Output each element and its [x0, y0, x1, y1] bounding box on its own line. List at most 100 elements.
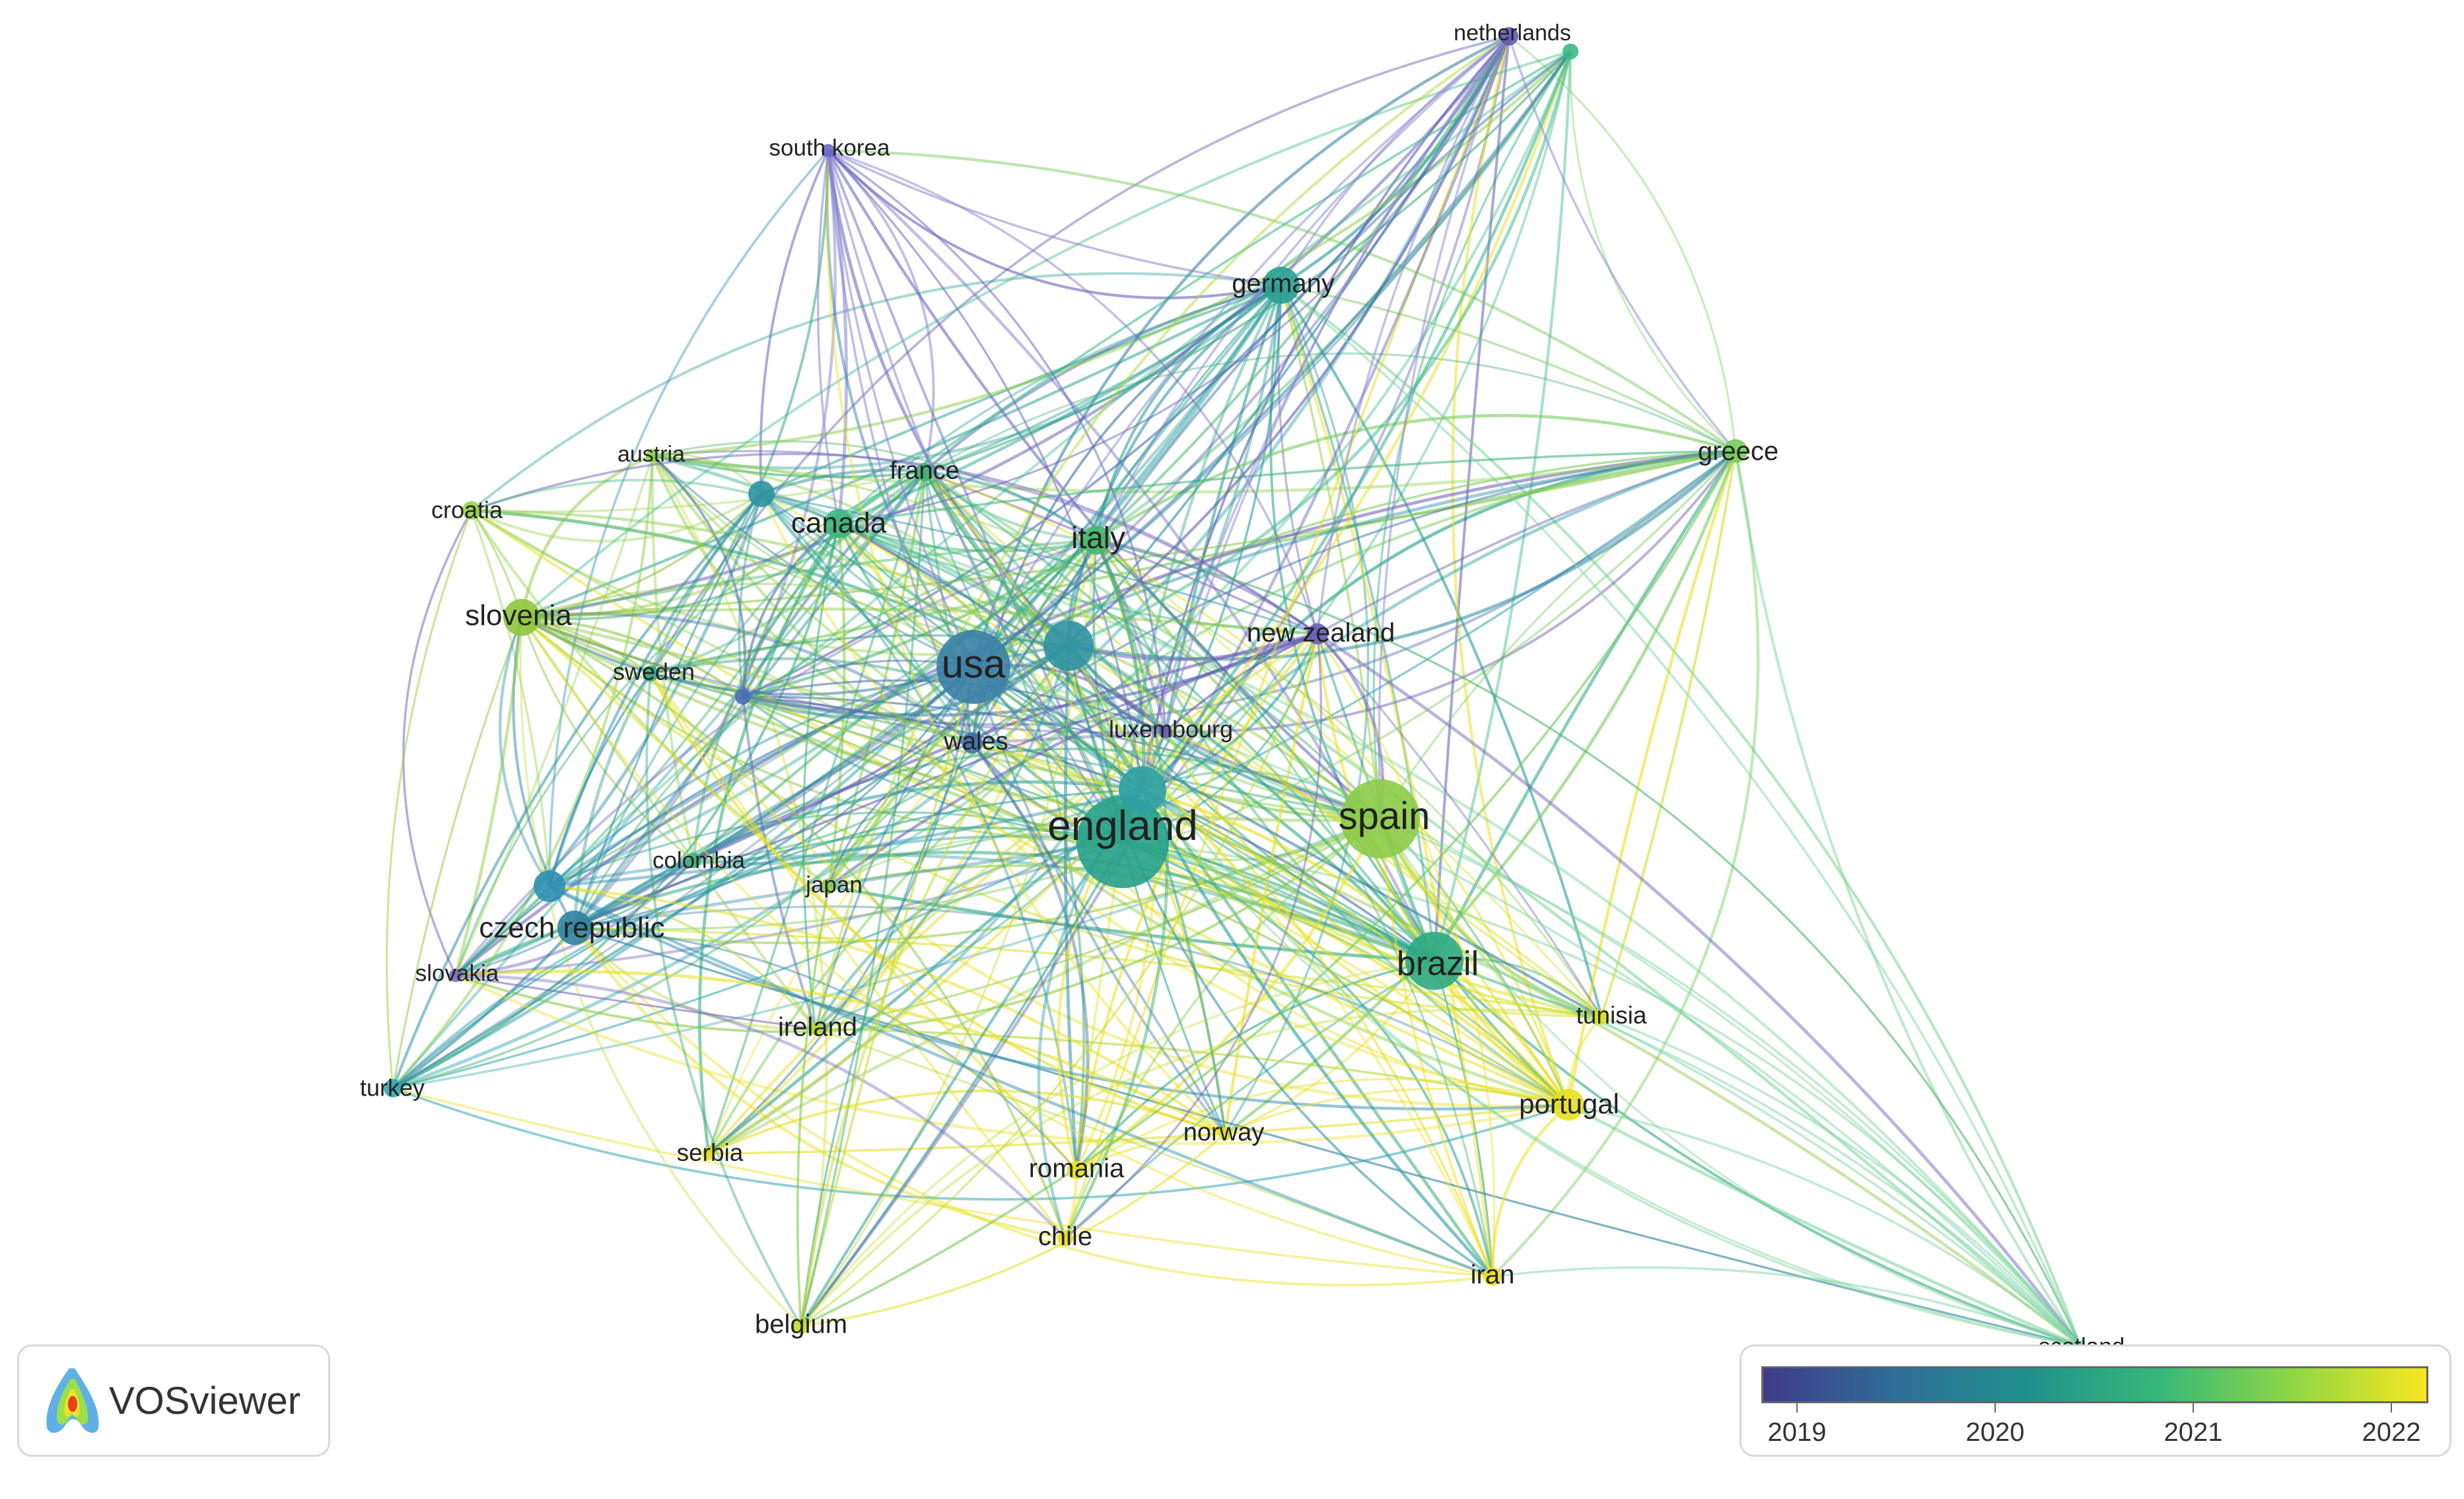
collaboration-edge	[402, 510, 473, 976]
collaboration-edge	[1379, 818, 1494, 1277]
node-sweden[interactable]	[643, 666, 658, 681]
collaboration-edge	[707, 471, 926, 1154]
label-canada: canada	[791, 507, 887, 540]
node-luxembourg[interactable]	[1159, 725, 1172, 738]
collaboration-edge	[796, 886, 830, 1327]
collaboration-edge	[1491, 1103, 1570, 1277]
node-u5[interactable]	[1119, 766, 1166, 814]
collaboration-edge	[392, 455, 654, 1090]
label-germany: germany	[1232, 269, 1335, 298]
node-turkey[interactable]	[384, 1079, 402, 1098]
collaboration-edge	[470, 510, 551, 887]
node-colombia[interactable]	[686, 853, 701, 868]
node-south-korea[interactable]	[822, 144, 835, 157]
node-italy[interactable]	[1082, 526, 1111, 555]
collaboration-edge	[574, 450, 1737, 930]
node-new-zealand[interactable]	[1307, 623, 1328, 645]
collaboration-edge	[470, 272, 1282, 512]
node-slovakia[interactable]	[449, 969, 462, 982]
collaboration-edge	[738, 493, 763, 697]
node-netherlands[interactable]	[1500, 27, 1518, 46]
node-england[interactable]	[1076, 796, 1169, 888]
collaboration-edge	[1096, 539, 1319, 635]
legend-gradient-bar	[1761, 1366, 2428, 1403]
label-slovenia: slovenia	[465, 600, 572, 632]
node-belgium[interactable]	[793, 1318, 809, 1334]
node-slovenia[interactable]	[503, 599, 540, 636]
collaboration-edge	[499, 617, 551, 888]
node-wales[interactable]	[962, 732, 983, 753]
node-chile[interactable]	[1057, 1230, 1073, 1246]
node-u1[interactable]	[748, 481, 775, 507]
collaboration-edge	[742, 632, 1318, 717]
collaboration-edge	[1064, 633, 1323, 1239]
collaboration-edge	[741, 696, 817, 1029]
label-france: france	[890, 457, 960, 485]
node-romania[interactable]	[1067, 1161, 1086, 1179]
collaboration-edge	[1380, 818, 2082, 1347]
node-canada[interactable]	[824, 509, 853, 538]
collaboration-edge	[521, 616, 1569, 1106]
collaboration-edge	[971, 742, 1570, 1106]
collaboration-edge	[651, 454, 1569, 1107]
collaboration-edge	[1432, 36, 1510, 961]
collaboration-edge	[971, 34, 1510, 668]
collaboration-edge	[1076, 1133, 1226, 1171]
node-ireland[interactable]	[809, 1022, 822, 1035]
collaboration-edge	[1316, 633, 1496, 1277]
collaboration-edge	[827, 149, 1319, 635]
collaboration-edge	[1141, 449, 1736, 791]
collaboration-edge	[707, 666, 975, 1155]
collaboration-edge	[521, 538, 1097, 619]
collaboration-edge	[652, 454, 925, 479]
node-brazil[interactable]	[1405, 932, 1463, 990]
collaboration-edge	[924, 352, 1736, 473]
collaboration-edge	[827, 523, 846, 887]
collaboration-edge	[520, 454, 653, 618]
node-u4[interactable]	[735, 689, 751, 705]
collaboration-edge	[1076, 1078, 1569, 1171]
node-portugal[interactable]	[1553, 1089, 1584, 1121]
collaboration-edge	[923, 471, 1436, 962]
node-greece[interactable]	[1724, 439, 1747, 463]
node-u6[interactable]	[1563, 44, 1578, 59]
collaboration-edge	[802, 523, 840, 1029]
collaboration-edge	[573, 926, 1493, 1287]
label-ireland: ireland	[778, 1013, 857, 1042]
collaboration-edge	[652, 50, 1572, 458]
node-iran[interactable]	[1483, 1267, 1502, 1286]
node-czech-republic[interactable]	[557, 911, 592, 945]
node-tunisia[interactable]	[1594, 1009, 1609, 1025]
collaboration-edge	[800, 450, 1737, 1327]
label-norway: norway	[1183, 1119, 1265, 1146]
collaboration-edge	[547, 493, 763, 887]
collaboration-edge	[549, 884, 1493, 1278]
collaboration-edge	[815, 1028, 1493, 1278]
collaboration-edge	[1316, 36, 1510, 635]
collaboration-edge	[800, 284, 1283, 1327]
vosviewer-heatmap-icon	[46, 1368, 99, 1433]
collaboration-edge	[1068, 450, 1737, 661]
label-italy: italy	[1071, 520, 1125, 555]
node-japan[interactable]	[821, 878, 837, 894]
collaboration-edge	[392, 788, 1143, 1090]
label-slovakia: slovakia	[415, 960, 499, 986]
node-serbia[interactable]	[702, 1147, 715, 1160]
node-norway[interactable]	[1218, 1127, 1232, 1140]
collaboration-edge	[651, 454, 1069, 647]
collaboration-edge	[1600, 450, 1737, 1018]
collaboration-edge	[1224, 1088, 1569, 1135]
node-croatia[interactable]	[462, 501, 481, 520]
node-france[interactable]	[915, 463, 934, 481]
node-u3[interactable]	[534, 870, 565, 902]
node-austria[interactable]	[646, 449, 659, 462]
label-romania: romania	[1029, 1154, 1125, 1183]
collaboration-edge	[573, 926, 816, 1031]
node-usa[interactable]	[936, 630, 1010, 704]
node-u2[interactable]	[1043, 621, 1094, 671]
collaboration-edge	[691, 471, 926, 861]
collaboration-edge	[838, 522, 1570, 1105]
collaboration-edge	[1281, 284, 1736, 452]
node-spain[interactable]	[1341, 779, 1420, 858]
node-germany[interactable]	[1263, 267, 1300, 304]
